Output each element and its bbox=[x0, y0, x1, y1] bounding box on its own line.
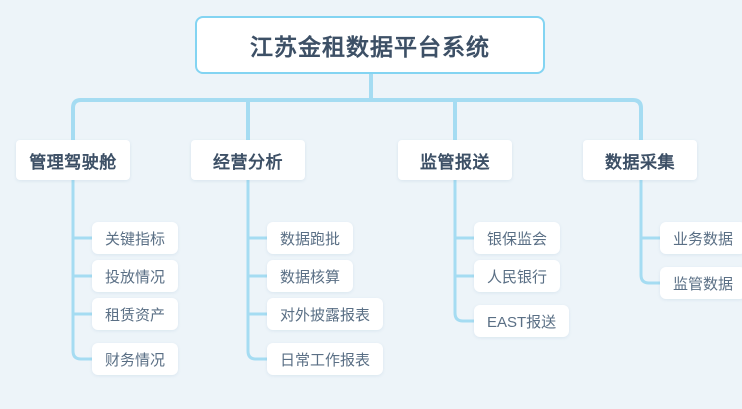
leaf-node[interactable]: 数据核算 bbox=[267, 260, 354, 292]
leaf-node-label: 监管数据 bbox=[673, 275, 734, 293]
leaf-node-label: 租赁资产 bbox=[105, 306, 166, 324]
leaf-node[interactable]: 关键指标 bbox=[92, 222, 179, 254]
leaf-node-label: 财务情况 bbox=[105, 351, 166, 369]
leaf-node-label: 数据跑批 bbox=[280, 230, 341, 248]
leaf-node[interactable]: 数据跑批 bbox=[267, 222, 354, 254]
leaf-node[interactable]: 监管数据 bbox=[660, 267, 742, 299]
branch-node-jingying-fenxi[interactable]: 经营分析 bbox=[191, 140, 305, 180]
root-node[interactable]: 江苏金租数据平台系统 bbox=[195, 16, 545, 74]
leaf-node[interactable]: 日常工作报表 bbox=[267, 343, 384, 375]
leaf-node-label: 日常工作报表 bbox=[280, 351, 371, 369]
leaf-node[interactable]: 业务数据 bbox=[660, 222, 742, 254]
spine-branch-0 bbox=[71, 180, 92, 361]
branch-node-label: 管理驾驶舱 bbox=[29, 152, 117, 172]
leaf-node-label: 投放情况 bbox=[105, 268, 166, 286]
leaf-node[interactable]: EAST报送 bbox=[474, 305, 570, 337]
branch-node-label: 监管报送 bbox=[420, 152, 490, 172]
leaf-node[interactable]: 投放情况 bbox=[92, 260, 179, 292]
leaf-node[interactable]: 租赁资产 bbox=[92, 298, 179, 330]
branch-node-label: 数据采集 bbox=[605, 152, 675, 172]
leaf-node[interactable]: 银保监会 bbox=[474, 222, 561, 254]
branch-node-jianguan-baosong[interactable]: 监管报送 bbox=[398, 140, 512, 180]
leaf-node-label: 银保监会 bbox=[487, 230, 548, 248]
leaf-node-label: 关键指标 bbox=[105, 230, 166, 248]
spine-branch-3 bbox=[639, 180, 660, 285]
leaf-node[interactable]: 财务情况 bbox=[92, 343, 179, 375]
leaf-node-label: 对外披露报表 bbox=[280, 306, 371, 324]
leaf-node-label: 人民银行 bbox=[487, 268, 548, 286]
spine-branch-1 bbox=[246, 180, 267, 361]
leaf-node-label: 数据核算 bbox=[280, 268, 341, 286]
leaf-node[interactable]: 人民银行 bbox=[474, 260, 561, 292]
leaf-node-label: EAST报送 bbox=[487, 313, 557, 331]
leaf-node[interactable]: 对外披露报表 bbox=[267, 298, 384, 330]
spine-branch-2 bbox=[453, 180, 474, 323]
level2-bus bbox=[71, 98, 643, 140]
leaf-node-label: 业务数据 bbox=[673, 230, 734, 248]
branch-node-shuju-caiji[interactable]: 数据采集 bbox=[583, 140, 697, 180]
branch-node-label: 经营分析 bbox=[213, 152, 283, 172]
branch-node-guanli-jiashicang[interactable]: 管理驾驶舱 bbox=[16, 140, 130, 180]
root-node-label: 江苏金租数据平台系统 bbox=[250, 34, 490, 60]
